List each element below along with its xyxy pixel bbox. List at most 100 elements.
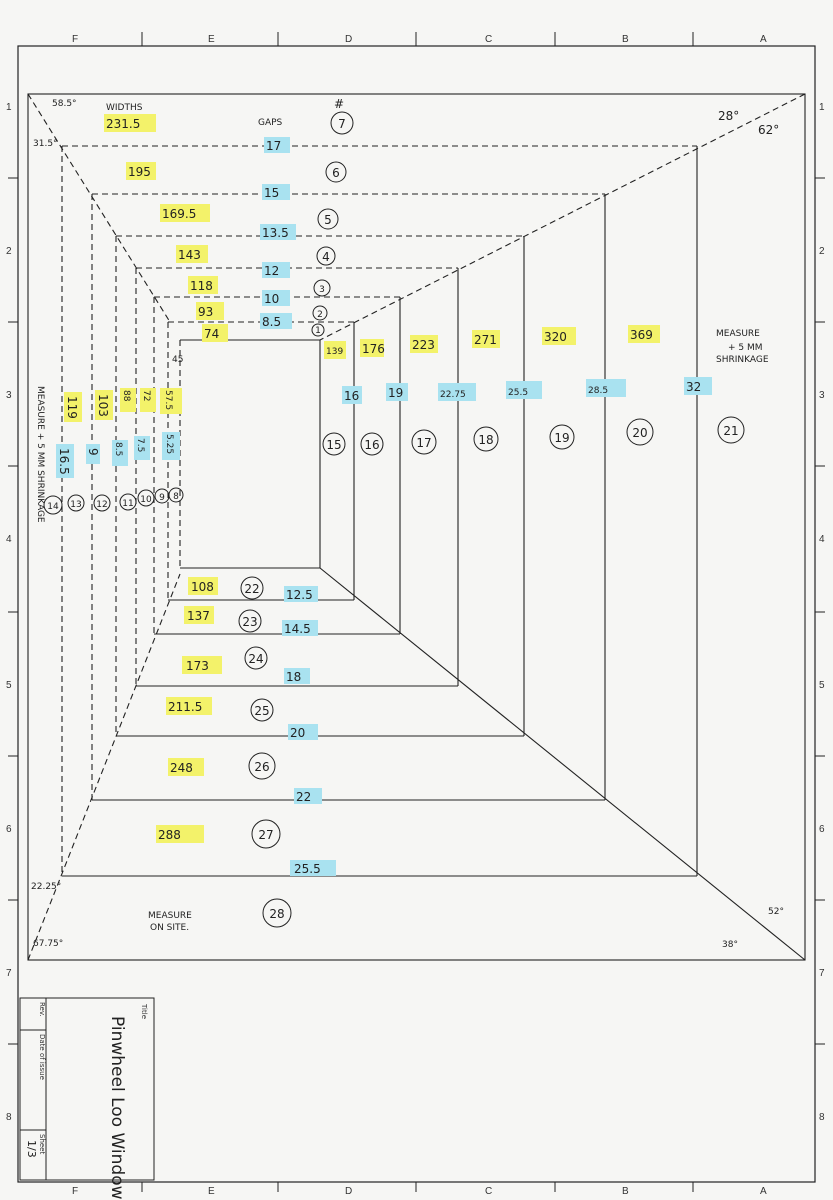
- measure-note-left: MEASURE + 5 MM SHRINKAGE: [35, 386, 45, 523]
- gap-value: 16: [344, 389, 359, 403]
- left-piece-labels: 14 13 12 11 10 9 8: [47, 492, 179, 512]
- frame-ticks: [8, 32, 825, 1192]
- col-label: D: [345, 34, 352, 45]
- right-gaps: 16 19 22.75 25.5 28.5 32: [342, 377, 712, 404]
- inner-angle-label: 45: [172, 355, 183, 365]
- piece-number: 2: [317, 310, 323, 320]
- col-label: B: [622, 34, 629, 45]
- col-label: A: [760, 1186, 767, 1197]
- angle-label: 58.5°: [52, 99, 77, 109]
- top-widths: 231.5 195 169.5 143 118 93 74: [104, 114, 228, 342]
- piece-number: 20: [632, 426, 647, 440]
- angle-label: 52°: [768, 907, 784, 917]
- gap-value: 12.5: [286, 588, 313, 602]
- gap-value: 13.5: [262, 226, 289, 240]
- frame-numbers-right: 1 2 3 4 5 6 7 8: [819, 102, 825, 1123]
- row-label: 3: [6, 390, 12, 401]
- frame-letters-bottom: F E D C B A: [72, 1186, 767, 1197]
- width-value: 195: [128, 165, 151, 179]
- row-label: 7: [819, 968, 825, 979]
- left-widths: 119 103 88 72 57.5: [64, 388, 182, 422]
- gap-value: 5.25: [164, 434, 174, 454]
- angle-label: 31.5°: [33, 139, 58, 149]
- piece-number: 1: [315, 326, 321, 336]
- widths-heading: WIDTHS: [106, 103, 143, 113]
- gap-value: 22.75: [440, 390, 466, 400]
- row-label: 1: [6, 102, 12, 113]
- angle-label: 62°: [758, 123, 779, 137]
- piece-number: 13: [70, 500, 81, 510]
- width-value: 211.5: [168, 700, 202, 714]
- left-gaps: 16.5 9 8.5 7.5 5.25: [56, 432, 180, 478]
- col-label: E: [208, 1186, 215, 1197]
- col-label: F: [72, 1186, 78, 1197]
- width-value: 169.5: [162, 207, 196, 221]
- right-piece-labels: 15 16 17 18 19 20 21: [326, 424, 738, 452]
- gap-value: 16.5: [57, 448, 71, 475]
- top-pieces: [311, 111, 354, 337]
- width-value: 173: [186, 659, 209, 673]
- number-heading: #: [334, 97, 344, 111]
- col-label: A: [760, 34, 767, 45]
- angle-label: 67.75°: [33, 939, 63, 949]
- width-value: 223: [412, 338, 435, 352]
- angle-label: 28°: [718, 109, 739, 123]
- gap-value: 25.5: [508, 388, 528, 398]
- piece-number: 21: [723, 424, 738, 438]
- rev-caption: Rev.: [38, 1002, 46, 1017]
- piece-number: 8: [173, 492, 179, 502]
- piece-number: 3: [319, 285, 325, 295]
- piece-number: 28: [269, 907, 284, 921]
- piece-number: 5: [324, 213, 332, 227]
- width-value: 369: [630, 328, 653, 342]
- piece-number: 12: [96, 500, 107, 510]
- piece-number: 4: [322, 250, 330, 264]
- col-label: F: [72, 34, 78, 45]
- row-label: 7: [6, 968, 12, 979]
- bottom-gaps: 12.5 14.5 18 20 22 25.5: [282, 586, 336, 876]
- piece-number: 26: [254, 760, 269, 774]
- piece-number: 7: [338, 117, 346, 131]
- right-widths: 139 176 223 271 320 369: [324, 325, 660, 359]
- measure-note-right: SHRINKAGE: [716, 355, 769, 365]
- sheet-number: 1/3: [25, 1140, 38, 1158]
- angle-labels: 58.5° 31.5° 28° 62° 22.25° 67.75° 52° 3 8…: [31, 99, 784, 950]
- drawing-title: Pinwheel Loo Window: [107, 1016, 127, 1200]
- top-gaps: 17 15 13.5 12 10 8.5: [260, 137, 296, 329]
- piece-number: 22: [244, 582, 259, 596]
- row-label: 1: [819, 102, 825, 113]
- piece-number: 15: [326, 438, 341, 452]
- width-value: 103: [96, 394, 110, 417]
- top-piece-labels: 7 6 5 4 3 2 1: [315, 117, 346, 336]
- piece-number: 16: [364, 438, 379, 452]
- gap-value: 32: [686, 380, 701, 394]
- bottom-pieces: [238, 576, 292, 928]
- measure-note-right: + 5 MM: [728, 343, 763, 353]
- piece-number: 23: [242, 615, 257, 629]
- row-label: 3: [819, 390, 825, 401]
- col-label: C: [485, 1186, 492, 1197]
- title-block: [19, 997, 155, 1181]
- col-label: B: [622, 1186, 629, 1197]
- piece-number: 9: [159, 493, 165, 503]
- sheet-caption: Sheet: [38, 1134, 46, 1154]
- gap-value: 14.5: [284, 622, 311, 636]
- gap-value: 15: [264, 186, 279, 200]
- width-value: 271: [474, 333, 497, 347]
- title-caption: Title: [140, 1003, 148, 1019]
- piece-number: 24: [248, 652, 263, 666]
- gap-value: 25.5: [294, 862, 321, 876]
- width-value: 108: [191, 580, 214, 594]
- gap-value: 17: [266, 139, 281, 153]
- width-value: 74: [204, 327, 219, 341]
- angle-label: 22.25°: [31, 882, 61, 892]
- width-value: 57.5: [163, 390, 173, 410]
- gap-value: 12: [264, 264, 279, 278]
- row-label: 5: [819, 680, 825, 691]
- piece-number: 19: [554, 431, 569, 445]
- col-label: C: [485, 34, 492, 45]
- notes: WIDTHS GAPS # MEASURE + 5 MM SHRINKAGE M…: [35, 97, 769, 933]
- width-value: 139: [326, 347, 343, 357]
